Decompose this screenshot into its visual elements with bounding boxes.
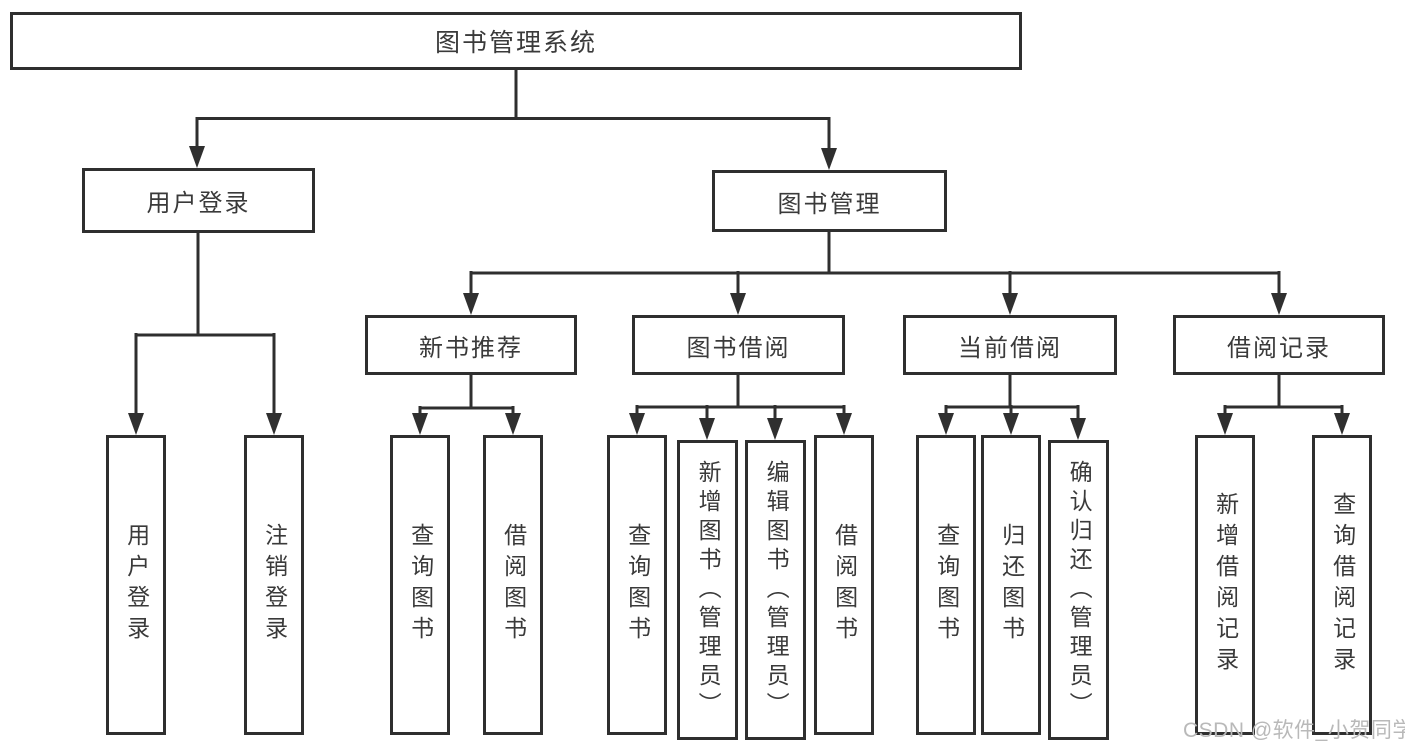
- leaf-newbook-borrow-books: 借阅图书: [483, 435, 543, 735]
- node-label: 当前借阅: [958, 334, 1062, 362]
- node-label: 图书管理系统: [434, 29, 597, 57]
- node-user-login: 用户登录: [82, 168, 315, 233]
- node-label: 查询图书: [407, 523, 434, 647]
- node-label: 新增借阅记录: [1212, 492, 1239, 678]
- node-book-borrowing: 图书借阅: [632, 315, 845, 375]
- connector-book-borrow: [629, 375, 852, 440]
- leaf-add-book-admin: 新增图书（管理员）: [677, 440, 738, 740]
- connector-user-login: [128, 233, 282, 435]
- leaf-logout: 注销登录: [244, 435, 304, 735]
- node-label: 借阅记录: [1227, 334, 1331, 362]
- node-label: 借阅图书: [500, 523, 527, 647]
- node-label: 新书推荐: [419, 334, 523, 362]
- csdn-watermark: CSDN @软件_小贺同学: [1183, 719, 1405, 742]
- node-label: 归还图书: [998, 523, 1025, 647]
- leaf-return-books: 归还图书: [981, 435, 1041, 735]
- node-label: 确认归还（管理员）: [1066, 459, 1093, 721]
- node-label: 用户登录: [146, 190, 251, 217]
- leaf-current-query-books: 查询图书: [916, 435, 976, 735]
- leaf-newbook-query-books: 查询图书: [390, 435, 450, 735]
- node-label: 图书借阅: [686, 334, 791, 362]
- node-label: 借阅图书: [831, 523, 858, 647]
- leaf-borrow-query-books: 查询图书: [607, 435, 667, 735]
- node-label: 图书管理: [777, 190, 882, 218]
- node-new-book-recommend: 新书推荐: [365, 315, 577, 375]
- node-label: 查询图书: [933, 523, 960, 647]
- node-label: 查询图书: [624, 523, 651, 647]
- node-borrow-records: 借阅记录: [1173, 315, 1385, 375]
- leaf-confirm-return-admin: 确认归还（管理员）: [1048, 440, 1109, 740]
- node-label: 用户登录: [123, 523, 150, 647]
- leaf-edit-book-admin: 编辑图书（管理员）: [745, 440, 806, 740]
- connector-book-mgmt: [463, 232, 1287, 315]
- node-label: 编辑图书（管理员）: [763, 459, 790, 721]
- connector-current-borrow: [938, 375, 1086, 440]
- node-label: 注销登录: [261, 523, 288, 647]
- node-label: 查询借阅记录: [1329, 492, 1356, 678]
- node-current-borrowing: 当前借阅: [903, 315, 1117, 375]
- leaf-query-borrow-record: 查询借阅记录: [1312, 435, 1372, 735]
- node-root-library-system: 图书管理系统: [10, 12, 1022, 70]
- leaf-add-borrow-record: 新增借阅记录: [1195, 435, 1255, 735]
- node-label: 新增图书（管理员）: [695, 459, 722, 721]
- connector-root: [189, 70, 837, 170]
- leaf-borrow-borrow-books: 借阅图书: [814, 435, 874, 735]
- node-book-management: 图书管理: [712, 170, 947, 232]
- connector-borrow-records: [1217, 375, 1350, 435]
- connector-new-book: [412, 375, 521, 435]
- leaf-user-login: 用户登录: [106, 435, 166, 735]
